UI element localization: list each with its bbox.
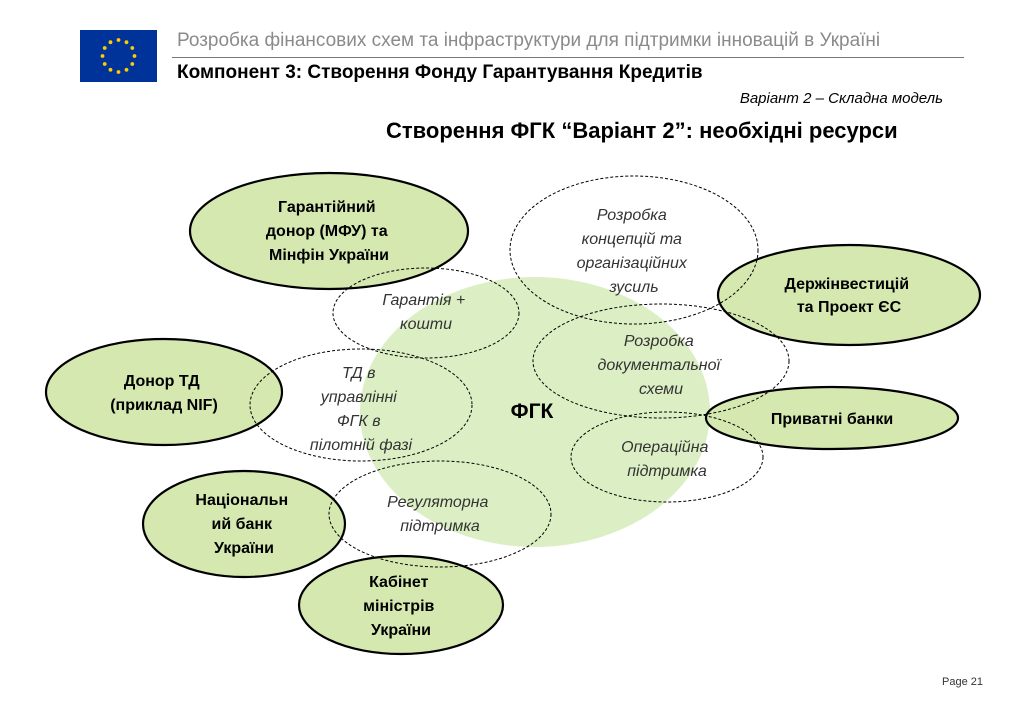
stakeholder-line: міністрів bbox=[363, 598, 434, 615]
stakeholder-line: Гарантійний bbox=[278, 199, 376, 216]
svg-text:Розробка концепцій та: Розробка концепцій та організаційних зус… bbox=[577, 207, 692, 296]
center-node: ФГК bbox=[360, 277, 710, 547]
page-number: Page 21 bbox=[942, 676, 983, 688]
resource-line: Гарантія + bbox=[382, 292, 465, 309]
component-title: Компонент 3: Створення Фонду Гарантуванн… bbox=[177, 62, 703, 83]
resource-line: Розробка bbox=[597, 207, 667, 224]
stakeholder-line: ий банк bbox=[211, 516, 273, 533]
resource-documentation: Розробка документальної схеми bbox=[532, 303, 790, 419]
stakeholder-line: Мінфін України bbox=[269, 247, 389, 264]
svg-text:Розробка документальної: Розробка документальної схеми bbox=[598, 333, 725, 398]
svg-text:ТД в управлінні ФГ: ТД в управлінні ФГК в пілотній фазі bbox=[310, 365, 413, 454]
resource-line: ФГК в bbox=[337, 413, 381, 430]
resource-line: Розробка bbox=[624, 333, 694, 350]
stakeholder-ta-donor: Донор ТД (приклад NIF) bbox=[44, 337, 284, 447]
stakeholder-national-bank: Національн ий банк України bbox=[141, 469, 347, 579]
resource-line: організаційних bbox=[577, 255, 688, 272]
eu-stars bbox=[100, 38, 137, 74]
resource-guarantee-cash: Гарантія + кошти bbox=[332, 267, 520, 359]
resource-operational: Операційна підтримка bbox=[570, 411, 764, 503]
resource-line: пілотній фазі bbox=[310, 437, 413, 454]
stakeholder-line: Приватні банки bbox=[771, 411, 893, 428]
stakeholder-line: Донор ТД bbox=[124, 373, 200, 390]
stakeholder-guarantee-donor: Гарантійний донор (МФУ) та Мінфін Україн… bbox=[188, 171, 470, 291]
header-divider bbox=[172, 57, 964, 58]
stakeholder-line: Держінвестицій bbox=[785, 276, 910, 293]
resource-line: схеми bbox=[639, 381, 683, 398]
resource-line: ТД в bbox=[342, 365, 375, 382]
svg-text:Гарантія + кошти: Гарантія + кошти bbox=[382, 292, 469, 333]
stakeholder-line: Національн bbox=[195, 492, 288, 509]
stakeholder-state-investment: Держінвестицій та Проект ЄС bbox=[716, 243, 982, 347]
stakeholder-private-banks: Приватні банки bbox=[704, 385, 960, 451]
stakeholder-line: (приклад NIF) bbox=[110, 397, 218, 414]
resource-line: підтримка bbox=[400, 518, 480, 535]
stakeholder-cabinet: Кабінет міністрів України bbox=[297, 554, 505, 656]
center-label: ФГК bbox=[511, 400, 554, 423]
presentation-subtitle: Розробка фінансових схем та інфраструкту… bbox=[177, 30, 881, 51]
svg-text:Донор ТД (приклад NIF): Донор ТД (приклад NIF) bbox=[110, 373, 218, 414]
svg-text:Приватні банки: Приватні банки bbox=[771, 411, 893, 428]
stakeholder-line: донор (МФУ) та bbox=[266, 223, 388, 240]
resource-regulatory: Регуляторна підтримка bbox=[328, 460, 552, 568]
svg-text:Регуляторна підтримка: Регуляторна підтримка bbox=[387, 494, 493, 535]
resource-line: кошти bbox=[400, 316, 452, 333]
svg-text:Гарантійний донор (МФУ): Гарантійний донор (МФУ) та Мінфін Україн… bbox=[266, 199, 392, 264]
resource-ta-management: ТД в управлінні ФГК в пілотній фазі bbox=[249, 348, 473, 462]
svg-text:Національн ий банк: Національн ий банк України bbox=[195, 492, 292, 557]
resource-line: концепцій та bbox=[582, 231, 682, 248]
resource-concept: Розробка концепцій та організаційних зус… bbox=[509, 175, 759, 325]
resource-line: зусиль bbox=[608, 279, 658, 296]
resource-line: Операційна bbox=[621, 439, 708, 456]
eu-flag-logo bbox=[80, 30, 157, 82]
resource-line: підтримка bbox=[627, 463, 707, 480]
resource-line: Регуляторна bbox=[387, 494, 488, 511]
stakeholder-line: та Проект ЄС bbox=[797, 299, 902, 316]
svg-text:Держінвестицій та Проект: Держінвестицій та Проект ЄС bbox=[785, 276, 914, 316]
resource-line: документальної bbox=[598, 357, 723, 374]
svg-text:Кабінет міністрів: Кабінет міністрів України bbox=[363, 574, 439, 639]
stakeholder-line: Кабінет bbox=[369, 574, 429, 591]
slide-title: Створення ФГК “Варіант 2”: необхідні рес… bbox=[386, 118, 898, 143]
stakeholder-line: України bbox=[214, 540, 274, 557]
variant-label: Варіант 2 – Складна модель bbox=[739, 90, 943, 107]
resource-line: управлінні bbox=[320, 389, 398, 406]
svg-text:Операційна підтримка: Операційна підтримка bbox=[621, 439, 713, 480]
stakeholder-line: України bbox=[371, 622, 431, 639]
